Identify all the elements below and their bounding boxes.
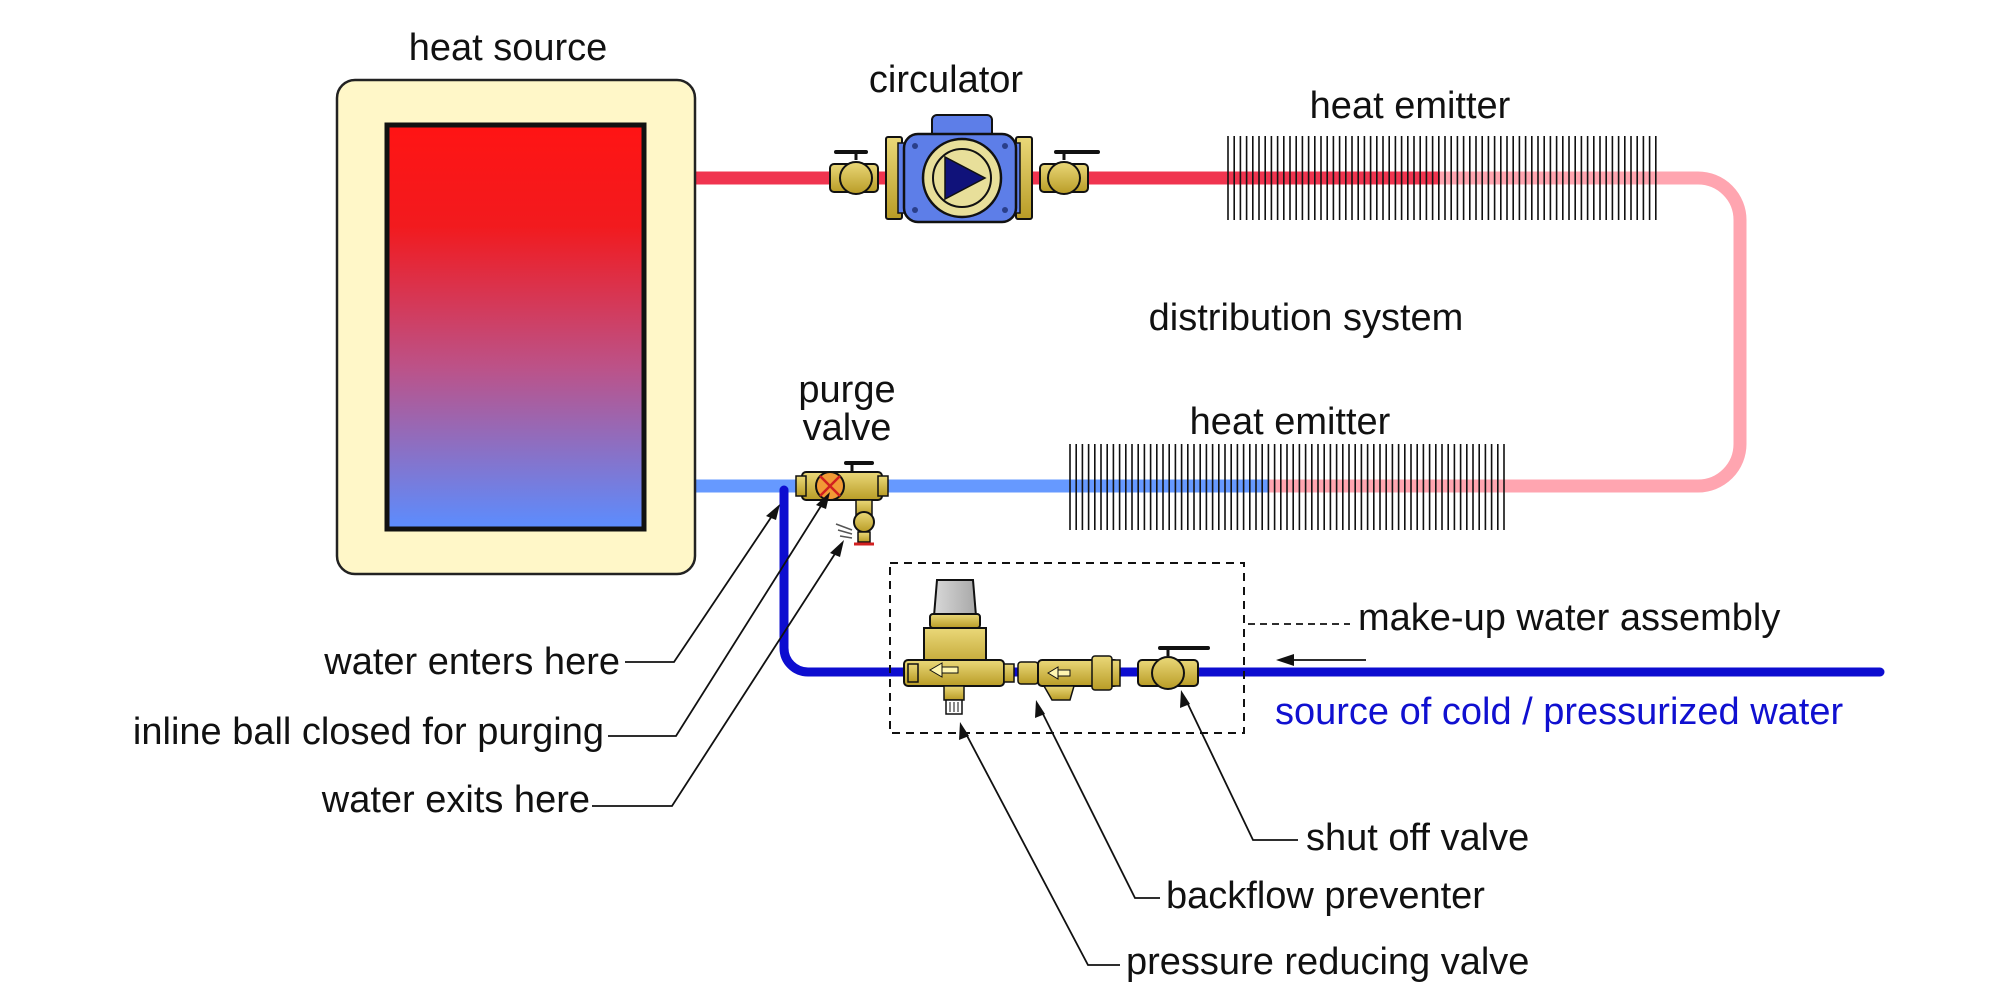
leader-shut-off-valve [1184,697,1298,841]
label-pressure-reducing-valve: pressure reducing valve [1126,941,1529,983]
label-inline-ball-closed: inline ball closed for purging [133,711,604,753]
circulator-assembly [829,114,1100,224]
leader-water-exits [592,545,841,807]
heat-source-vessel [384,122,647,532]
return-loop-pipe [1265,171,1747,493]
left-isolation-valve [829,150,879,195]
label-water-exits-here: water exits here [321,779,590,821]
circulator-pump [902,114,1018,224]
label-source-of-water: source of cold / pressurized water [1275,691,1843,733]
pressure-reducing-valve [903,579,1005,715]
cold-supply-pipe [779,485,1885,677]
arrowhead [1180,690,1190,708]
backflow-preventer [1037,655,1121,701]
leader-lines [592,492,1350,966]
arrowhead [959,722,969,740]
label-heat-emitter-top: heat emitter [1310,85,1511,127]
arrowhead [816,492,830,509]
flow-direction-icon [944,155,987,201]
label-backflow-preventer: backflow preventer [1166,875,1485,917]
leader-water-enters [625,509,777,663]
makeup-assembly-outline [889,562,1245,734]
arrowhead [830,540,844,557]
label-shut-off-valve: shut off valve [1306,817,1529,859]
heat-source [335,78,697,576]
leader-pressure-reducing-valve [963,729,1120,966]
arrowhead [1035,700,1045,718]
label-water-enters-here: water enters here [323,641,620,683]
makeup-water-assembly [889,562,1245,734]
label-purge-valve-line1: purge [798,369,895,411]
label-makeup-water-assembly: make-up water assembly [1358,597,1780,639]
label-heat-source: heat source [409,27,608,69]
purge-valve [795,461,889,546]
label-heat-emitter-bottom: heat emitter [1190,401,1391,443]
labels: heat source circulator heat emitter dist… [133,27,1844,983]
right-isolation-valve [1039,150,1100,195]
flow-arrow-icon [1276,654,1366,666]
arrowhead [766,504,780,520]
leader-inline-ball [608,497,827,737]
label-circulator: circulator [869,59,1023,101]
label-purge-valve-line2: valve [803,407,892,449]
heat-emitter-bottom-fins [1069,444,1505,530]
shut-off-valve [1137,646,1210,690]
heat-emitter-top-fins [1227,136,1657,220]
leader-backflow-preventer [1039,707,1160,899]
label-distribution-system: distribution system [1149,297,1464,339]
